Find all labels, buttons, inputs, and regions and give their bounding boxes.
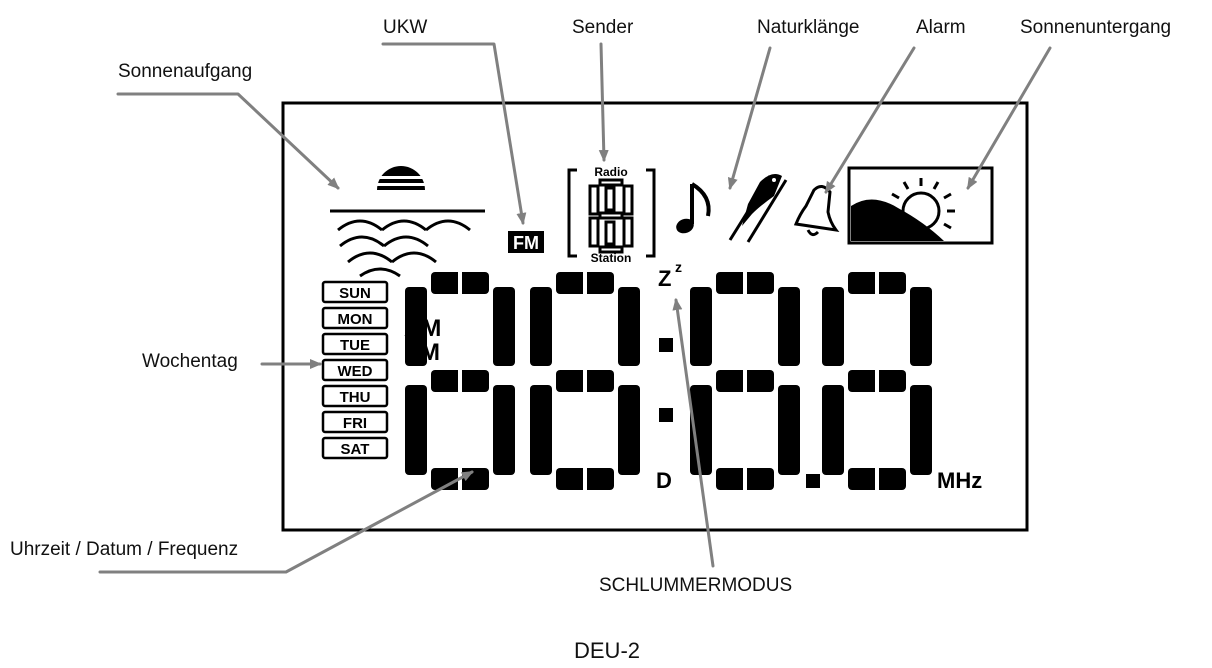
weekday-tue: TUE bbox=[321, 332, 389, 356]
weekday-label: FRI bbox=[343, 415, 367, 432]
segment bbox=[493, 287, 515, 366]
leader-ukw bbox=[381, 42, 527, 225]
colon-bottom bbox=[659, 408, 673, 422]
segment-split bbox=[875, 370, 879, 392]
sunset-icon bbox=[847, 166, 994, 245]
segment-split bbox=[583, 468, 587, 490]
weekday-mon: MON bbox=[321, 306, 389, 330]
leader-sender bbox=[598, 42, 609, 162]
digit-1 bbox=[405, 272, 515, 490]
mhz-unit: MHz bbox=[937, 468, 982, 493]
segment-split bbox=[583, 370, 587, 392]
svg-text:FM: FM bbox=[513, 233, 539, 253]
radio-label: Radio bbox=[594, 165, 627, 179]
label-sonnenaufgang: Sonnenaufgang bbox=[118, 61, 253, 82]
label-sonnenuntergang: Sonnenuntergang bbox=[1020, 17, 1172, 38]
label-wochentag: Wochentag bbox=[142, 351, 238, 372]
segment-split bbox=[458, 272, 462, 294]
weekday-label: MON bbox=[338, 311, 373, 328]
weekday-sat: SAT bbox=[321, 436, 389, 460]
segment-split bbox=[583, 272, 587, 294]
label-uhrzeit: Uhrzeit / Datum / Frequenz bbox=[10, 539, 239, 560]
snooze-indicator: Z bbox=[658, 266, 671, 291]
segment bbox=[910, 385, 932, 475]
leader-schlummer bbox=[672, 298, 715, 568]
digit-4 bbox=[822, 272, 932, 490]
music-note-icon bbox=[676, 182, 711, 234]
segment bbox=[778, 287, 800, 366]
segment bbox=[822, 287, 844, 366]
bell-icon bbox=[793, 185, 840, 237]
label-schlummer: SCHLUMMERMODUS bbox=[599, 575, 793, 596]
segment bbox=[910, 287, 932, 366]
weekday-label: THU bbox=[340, 389, 371, 406]
digit-3 bbox=[690, 272, 800, 490]
lcd-frame bbox=[281, 101, 1029, 532]
weekday-label: TUE bbox=[340, 337, 370, 354]
label-ukw: UKW bbox=[383, 17, 428, 38]
time-digits bbox=[405, 272, 932, 490]
weekday-wed: WED bbox=[321, 358, 389, 382]
segment-split bbox=[743, 468, 747, 490]
segment-split bbox=[875, 468, 879, 490]
station-label: Station bbox=[591, 251, 632, 265]
segment bbox=[690, 287, 712, 366]
date-marker: D bbox=[656, 468, 672, 493]
snooze-indicator-small: z bbox=[675, 259, 682, 275]
fm-indicator: FM bbox=[508, 231, 544, 253]
segment bbox=[618, 385, 640, 475]
bird-icon bbox=[728, 174, 788, 243]
sunrise-icon bbox=[330, 166, 485, 278]
segment bbox=[618, 287, 640, 366]
weekday-fri: FRI bbox=[321, 410, 389, 434]
segment bbox=[493, 385, 515, 475]
figure-caption: DEU-2 bbox=[574, 638, 641, 663]
digit-2 bbox=[530, 272, 640, 490]
weekday-label: SUN bbox=[339, 285, 371, 302]
decimal-point bbox=[806, 474, 820, 488]
label-naturklaenge: Naturklänge bbox=[757, 17, 860, 38]
weekday-indicators: SUN MON TUE WED THU FRI SAT bbox=[321, 280, 389, 460]
station-indicator: Radio Station bbox=[567, 165, 656, 265]
segment bbox=[405, 287, 427, 366]
segment bbox=[530, 385, 552, 475]
segment bbox=[405, 385, 427, 475]
leader-alarm bbox=[824, 46, 916, 194]
weekday-thu: THU bbox=[321, 384, 389, 408]
segment bbox=[530, 287, 552, 366]
segment bbox=[822, 385, 844, 475]
segment bbox=[690, 385, 712, 475]
weekday-label: WED bbox=[338, 363, 373, 380]
leader-sonnenaufgang bbox=[116, 92, 340, 190]
segment-split bbox=[743, 272, 747, 294]
segment-split bbox=[743, 370, 747, 392]
label-sender: Sender bbox=[572, 17, 634, 38]
segment bbox=[778, 385, 800, 475]
weekday-label: SAT bbox=[341, 441, 370, 458]
leader-sonnenuntergang bbox=[966, 46, 1052, 190]
weekday-sun: SUN bbox=[321, 280, 389, 304]
label-alarm: Alarm bbox=[916, 17, 966, 38]
segment-split bbox=[875, 272, 879, 294]
leader-uhrzeit bbox=[98, 470, 474, 574]
leader-naturklaenge bbox=[727, 46, 772, 190]
colon-top bbox=[659, 338, 673, 352]
segment-split bbox=[458, 370, 462, 392]
